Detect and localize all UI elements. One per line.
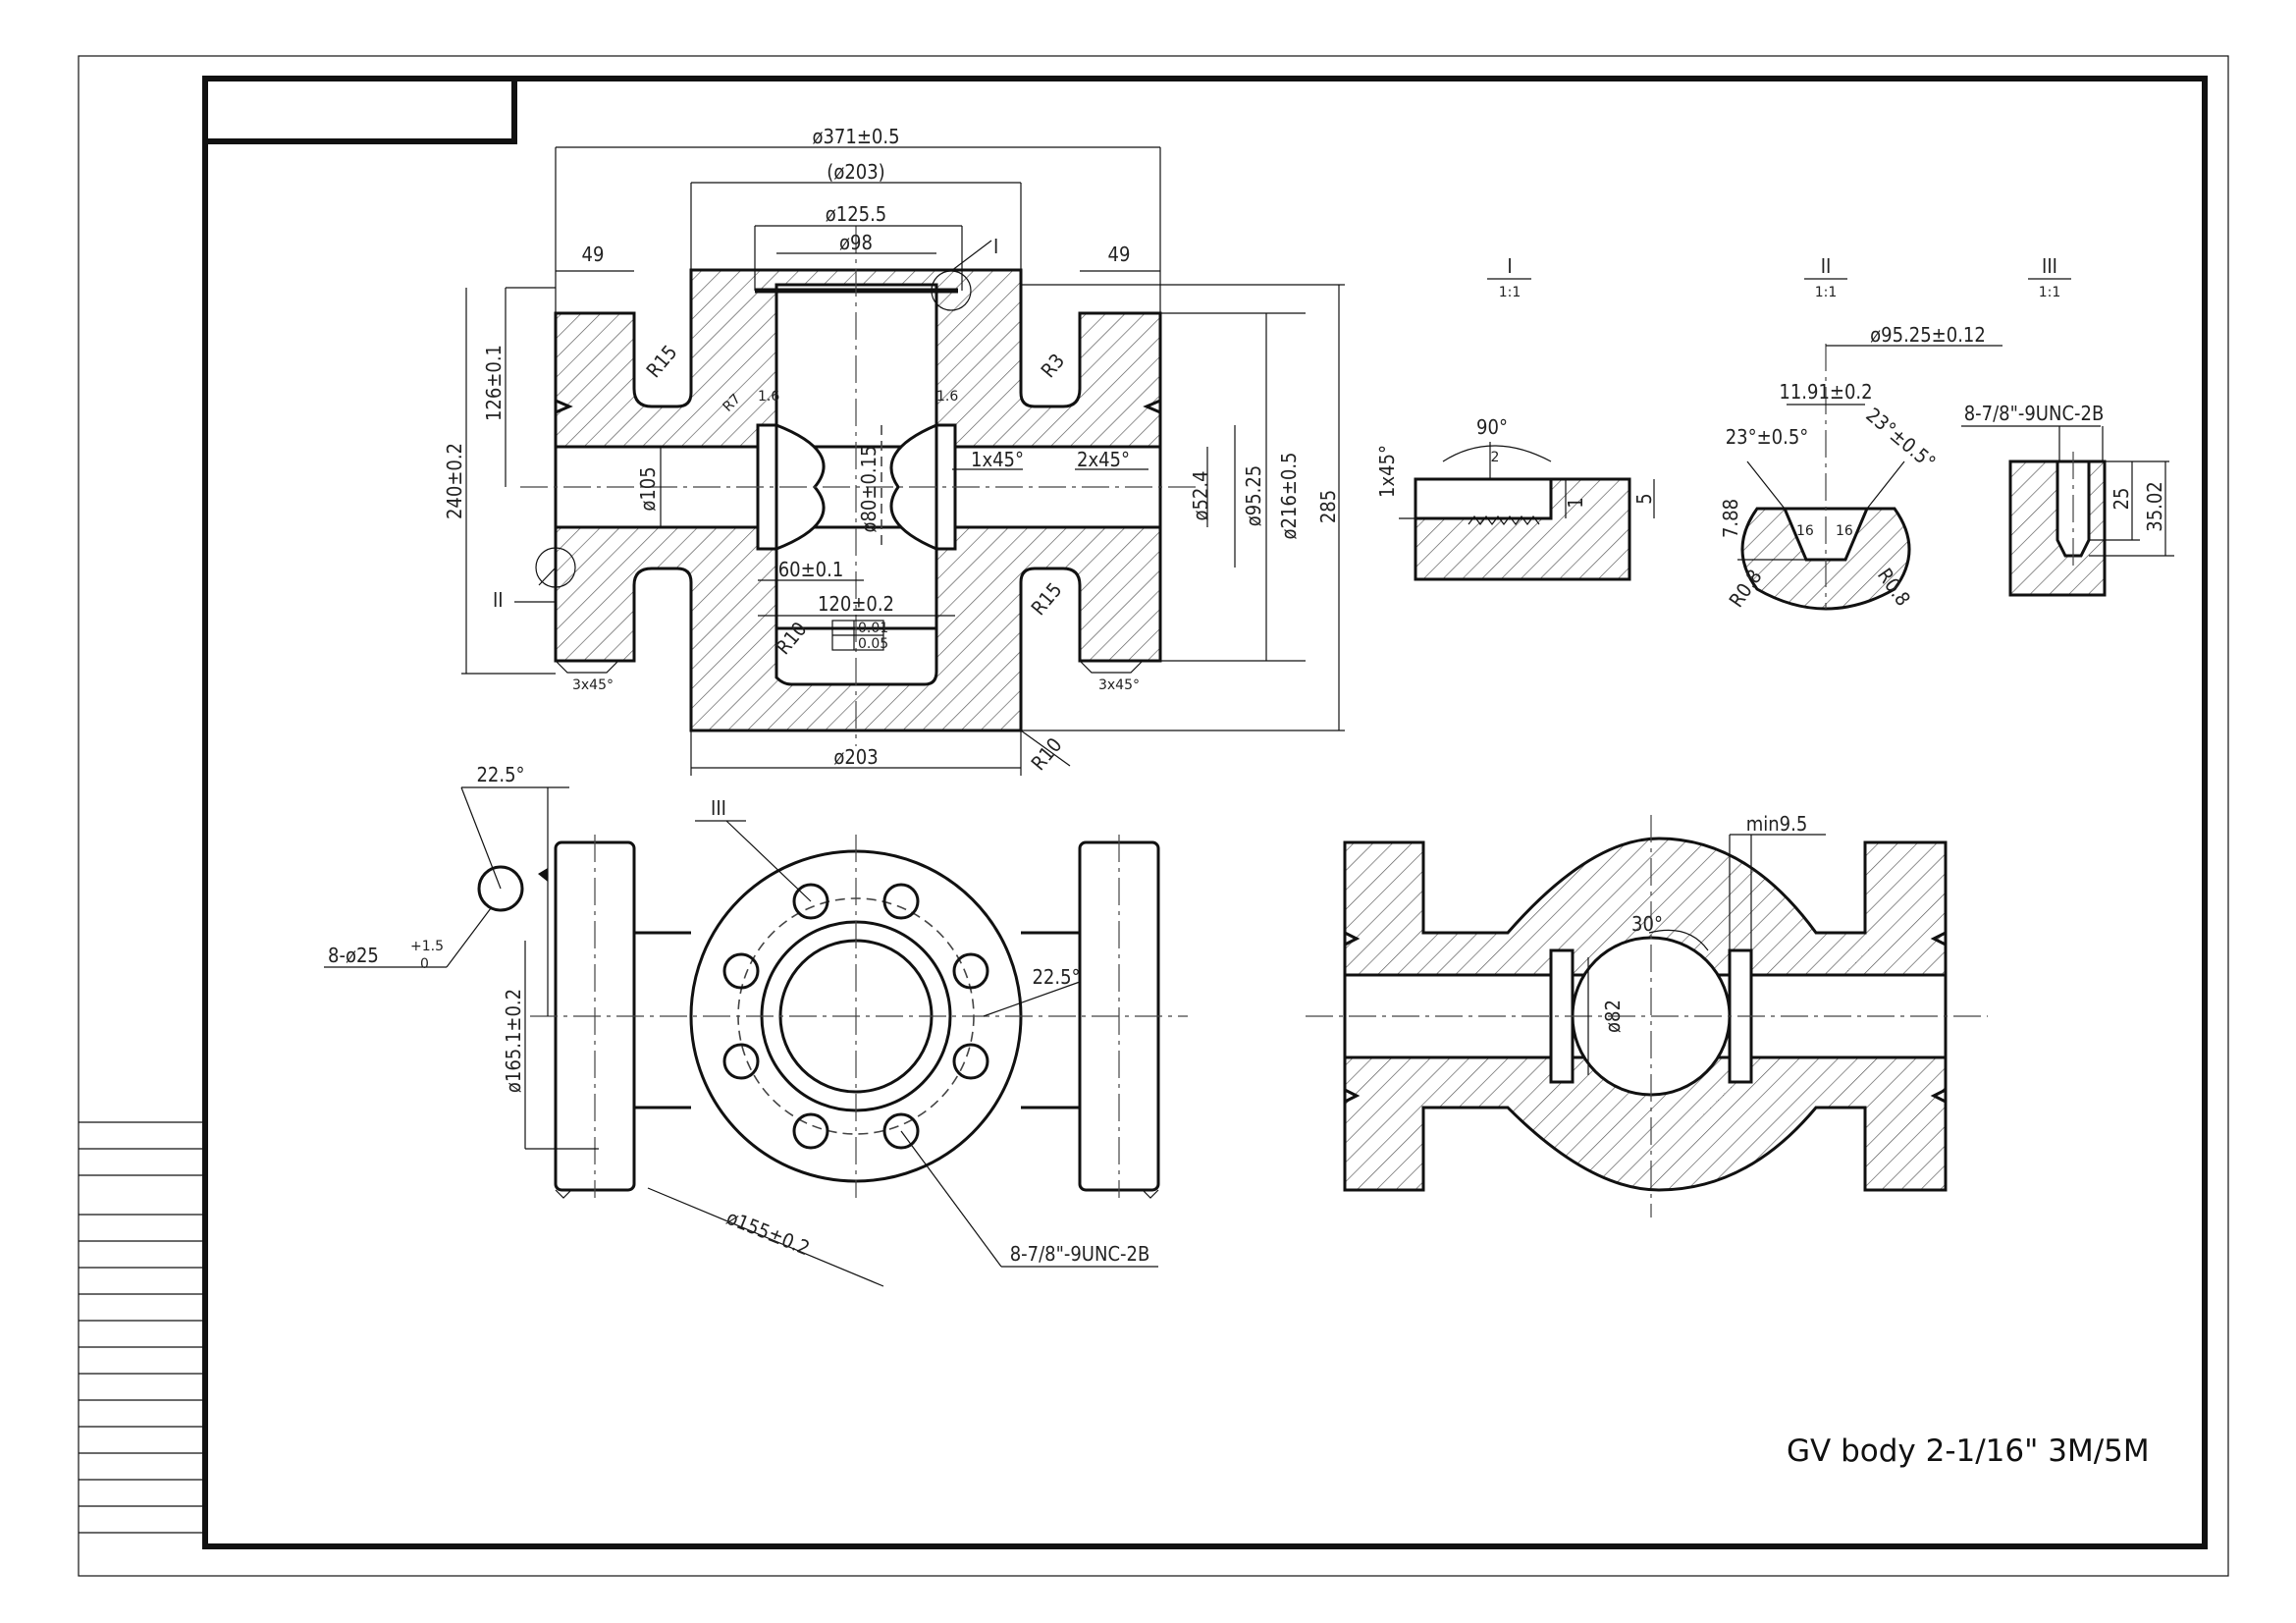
dim-dia-80: ø80±0.15 [857, 445, 881, 532]
detail-view-i: I 1:1 90° 2 1x45° 1 5 [1375, 254, 1656, 581]
side-section-view: min9.5 30° ø82 [1306, 812, 1988, 1217]
dim-bore-98: ø98 [839, 231, 873, 254]
main-section-dimension-lines [461, 146, 1345, 776]
side-angle-30: 30° [1631, 912, 1663, 936]
dim-bore-125: ø125.5 [826, 202, 887, 226]
flange-holes-tol-plus: +1.5 [410, 939, 444, 954]
dim-dia-52: ø52.4 [1189, 470, 1212, 520]
dim-dia-105: ø105 [636, 466, 660, 511]
title-block-rows [79, 1121, 205, 1534]
flange-detail-iii: III [711, 796, 726, 820]
detail-iii-label: III [2042, 254, 2057, 278]
sheet-frame [78, 55, 2229, 1577]
dim-dia-216: ø216±0.5 [1277, 452, 1301, 539]
roughness-b: 1.6 [936, 389, 958, 405]
detail-ii-sm-a: 16 [1796, 523, 1814, 539]
dim-chamfer-1x45: 1x45° [971, 448, 1024, 471]
drawing-title: GV body 2-1/16" 3M/5M [1787, 1434, 2150, 1469]
dim-height-285: 285 [1316, 490, 1340, 523]
detail-ii-angle-left: 23°±0.5° [1726, 425, 1809, 449]
detail-view-iii: III 1:1 8-7/8"-9UNC-2B 25 35.02 [1961, 254, 2174, 597]
detail-i-dim-1: 1 [1564, 497, 1587, 508]
chamfer-right: 3x45° [1098, 677, 1140, 693]
tolerance-flatness: 0.05 [858, 636, 888, 652]
detail-iii-thread: 8-7/8"-9UNC-2B [1964, 402, 2105, 425]
detail-iii-depth-25: 25 [2109, 488, 2133, 511]
main-section-dimension-text: ø371±0.5 (ø203) ø125.5 ø98 49 49 I 126±0… [443, 125, 1340, 775]
side-min-wall: min9.5 [1746, 812, 1808, 836]
dim-chamfer-2x45: 2x45° [1077, 448, 1130, 471]
detail-i-label: I [1507, 254, 1512, 278]
flange-holes: 8-ø25 [328, 944, 379, 967]
detail-iii-scale: 1:1 [2039, 285, 2061, 300]
detail-i-dim-5: 5 [1632, 493, 1656, 504]
side-dia-82: ø82 [1601, 1000, 1625, 1033]
radius-r15-b: R15 [1026, 578, 1066, 621]
flange-dia-165: ø165.1±0.2 [502, 989, 525, 1093]
detail-i-scale: 1:1 [1499, 285, 1522, 300]
flange-angle-a: 22.5° [476, 763, 524, 786]
flange-end-view: 22.5° 8-ø25 +1.5 0 ø165.1±0.2 III 22.5° … [324, 763, 1188, 1287]
detail-view-ii: II 1:1 ø95.25±0.12 11.91±0.2 23°±0.5° 23… [1719, 254, 2002, 612]
dim-overall-width: ø371±0.5 [812, 125, 899, 148]
dim-dia-95: ø95.25 [1242, 465, 1265, 527]
roughness-a: 1.6 [758, 389, 779, 405]
detail-i-callout: I [993, 235, 998, 258]
flange-pcd: ø155±0.2 [723, 1206, 814, 1261]
flange-holes-tol-zero: 0 [420, 956, 429, 972]
detail-ii-sm-b: 16 [1836, 523, 1853, 539]
radius-r3: R3 [1036, 349, 1069, 382]
dim-len-120: 120±0.2 [818, 592, 894, 616]
detail-ii-depth: 7.88 [1719, 499, 1742, 538]
dim-flange-left: 49 [582, 243, 605, 266]
dim-height-240: 240±0.2 [443, 443, 466, 519]
detail-ii-scale: 1:1 [1815, 285, 1838, 300]
dim-bottom-203: ø203 [833, 745, 878, 769]
detail-ii-width: 11.91±0.2 [1779, 380, 1872, 404]
dim-len-60: 60±0.1 [778, 558, 844, 581]
detail-ii-callout: II [493, 588, 504, 612]
dim-ref-dia: (ø203) [827, 160, 884, 184]
flange-angle-b: 22.5° [1032, 965, 1080, 989]
chamfer-left: 3x45° [572, 677, 614, 693]
tolerance-parallel: 0.01 [858, 621, 888, 636]
detail-ii-angle-right: 23°±0.5° [1861, 403, 1940, 474]
detail-i-dim-1x45: 1x45° [1375, 445, 1399, 498]
detail-i-dim-2: 2 [1491, 450, 1500, 465]
detail-ii-label: II [1821, 254, 1832, 278]
detail-iii-depth-35: 35.02 [2143, 481, 2166, 532]
dim-flange-right: 49 [1108, 243, 1131, 266]
radius-r15-a: R15 [641, 341, 681, 383]
flange-thread: 8-7/8"-9UNC-2B [1010, 1242, 1150, 1266]
detail-ii-dia: ø95.25±0.12 [1870, 323, 1986, 347]
main-section-view [520, 226, 1198, 746]
detail-i-angle: 90° [1476, 415, 1508, 439]
dim-height-126: 126±0.1 [482, 345, 506, 421]
